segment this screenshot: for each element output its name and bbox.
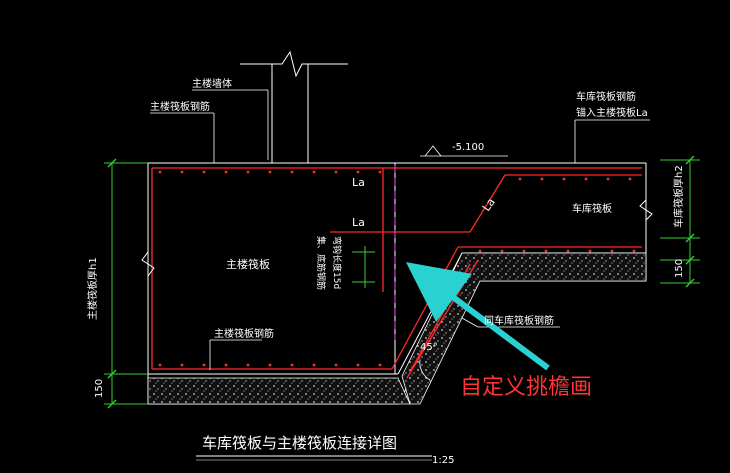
- rebar-dot: [378, 170, 382, 174]
- rebar-dot: [540, 177, 544, 181]
- rebar-dot: [522, 249, 526, 253]
- garage-rebar-label-1: 车库筏板钢筋: [576, 90, 636, 103]
- rebar-dot: [334, 170, 338, 174]
- rebar-dot: [334, 363, 338, 367]
- rebar-dot: [202, 170, 206, 174]
- same-rebar-label: 同车库筏板钢筋: [484, 314, 554, 327]
- rebar-dot: [628, 177, 632, 181]
- elevation-label: -5.100: [452, 142, 484, 153]
- scale-label: 1:25: [432, 455, 454, 466]
- rebar-dot: [562, 177, 566, 181]
- rebar-dot: [610, 249, 614, 253]
- main-slab-rebar-bottom-label: 主楼筏板钢筋: [214, 327, 274, 340]
- annotation-arrow: [405, 262, 550, 371]
- rebar-dot: [180, 363, 184, 367]
- angle-label: 45°: [420, 342, 438, 353]
- rebar-dot: [544, 249, 548, 253]
- rebar-dot: [158, 363, 162, 367]
- rebar-dot: [584, 177, 588, 181]
- rebar-dot: [378, 363, 382, 367]
- rebar-dots: [158, 170, 636, 367]
- main-slab-label: 主楼筏板: [226, 257, 270, 271]
- custom-eave-annotation: 自定义挑檐画: [460, 375, 592, 400]
- la-diag-label: La: [480, 196, 498, 214]
- main-wall: [240, 50, 348, 163]
- rebar-dot: [588, 249, 592, 253]
- leader-lines: [150, 89, 650, 370]
- main-slab-rebar-top-label: 主楼筏板钢筋: [150, 100, 210, 113]
- garage-rebar-label-2: 锚入主楼筏板La: [576, 106, 648, 119]
- rebar-dot: [632, 249, 636, 253]
- rebar-dot: [224, 363, 228, 367]
- left-150-label: 150: [94, 379, 105, 398]
- dimension-ticks: [107, 155, 695, 409]
- rebar-dot: [290, 363, 294, 367]
- main-wall-label: 主楼墙体: [192, 77, 232, 90]
- right-dimension-label: 车库筏板厚h2: [672, 165, 685, 228]
- rebar-dot: [606, 177, 610, 181]
- rebar-dot: [566, 249, 570, 253]
- rebar-dot: [500, 249, 504, 253]
- rebar-dot: [356, 170, 360, 174]
- rebar-dot: [224, 170, 228, 174]
- angle-arc: [419, 359, 431, 381]
- rebar-dot: [202, 363, 206, 367]
- rebar-dot: [268, 170, 272, 174]
- rebar-dot: [518, 177, 522, 181]
- rebar-dot: [246, 170, 250, 174]
- left-dimension-label: 主楼筏板厚h1: [86, 257, 99, 320]
- rebar-dot: [268, 363, 272, 367]
- drawing-title: 车库筏板与主楼筏板连接详图: [202, 434, 397, 452]
- la-label-1: La: [352, 176, 365, 189]
- rebar-dot: [180, 170, 184, 174]
- rebar-dot: [312, 363, 316, 367]
- hook-text-2: 弯钩长度15d: [331, 236, 343, 289]
- rebar-dot: [290, 170, 294, 174]
- hook-text-1: 集、底筋钢筋: [315, 236, 327, 290]
- rebar-dot: [356, 363, 360, 367]
- break-symbols: [141, 199, 653, 277]
- rebar-dot: [312, 170, 316, 174]
- rebar-dot: [158, 170, 162, 174]
- garage-slab-label: 车库筏板: [572, 202, 612, 215]
- rebar-dot: [478, 249, 482, 253]
- la-label-2: La: [352, 216, 365, 229]
- rebar-dot: [246, 363, 250, 367]
- slab-outline: [147, 162, 647, 405]
- right-150-label: 150: [674, 259, 685, 278]
